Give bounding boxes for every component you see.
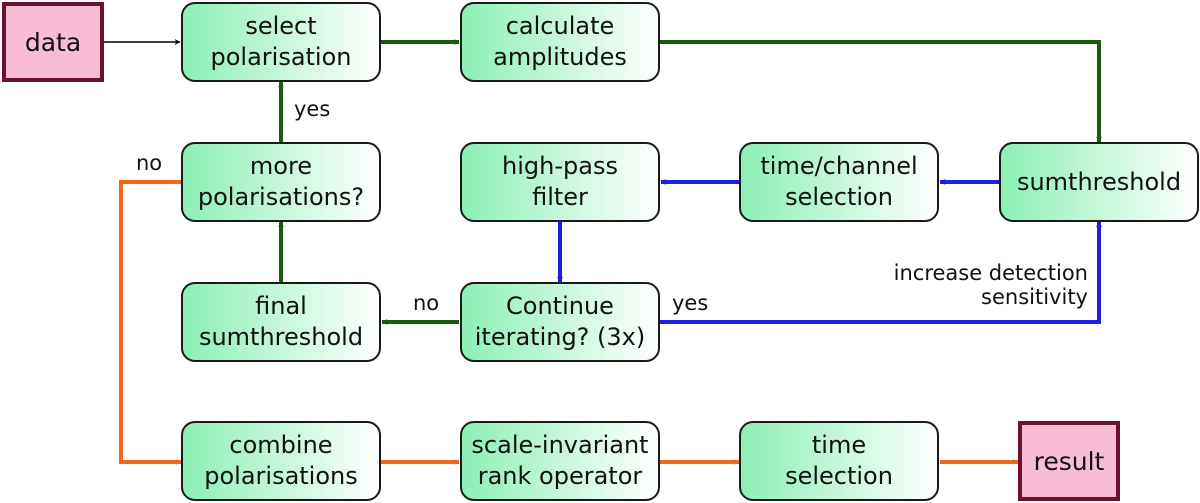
arrow-more-to-combine <box>119 180 182 465</box>
final-sumthreshold-node: final sumthreshold <box>181 282 381 362</box>
yes-more-label: yes <box>294 97 331 121</box>
select-polarisation-node: select polarisation <box>181 2 381 82</box>
continue-iterating-node: Continue iterating? (3x) <box>460 282 660 362</box>
time-selection-node: time selection <box>739 421 939 501</box>
no-more-label: no <box>136 151 163 175</box>
more-polarisations-node: more polarisations? <box>181 142 381 222</box>
combine-polarisations-node: combine polarisations <box>181 421 381 501</box>
yes-continue-label: yes <box>672 291 709 315</box>
data-terminal: data <box>2 2 104 82</box>
no-continue-label: no <box>413 291 440 315</box>
result-terminal: result <box>1018 421 1120 501</box>
calculate-amplitudes-node: calculate amplitudes <box>460 2 660 82</box>
high-pass-filter-node: high-pass filter <box>460 142 660 222</box>
sumthreshold-node: sumthreshold <box>999 142 1199 222</box>
time-channel-selection-node: time/channel selection <box>739 142 939 222</box>
rank-operator-node: scale-invariant rank operator <box>460 421 660 501</box>
arrow-continue-to-sumthreshold <box>660 221 1102 324</box>
increase-sensitivity-label: increase detection sensitivity <box>893 261 1088 309</box>
arrow-calculate-to-sumthreshold <box>660 40 1102 143</box>
